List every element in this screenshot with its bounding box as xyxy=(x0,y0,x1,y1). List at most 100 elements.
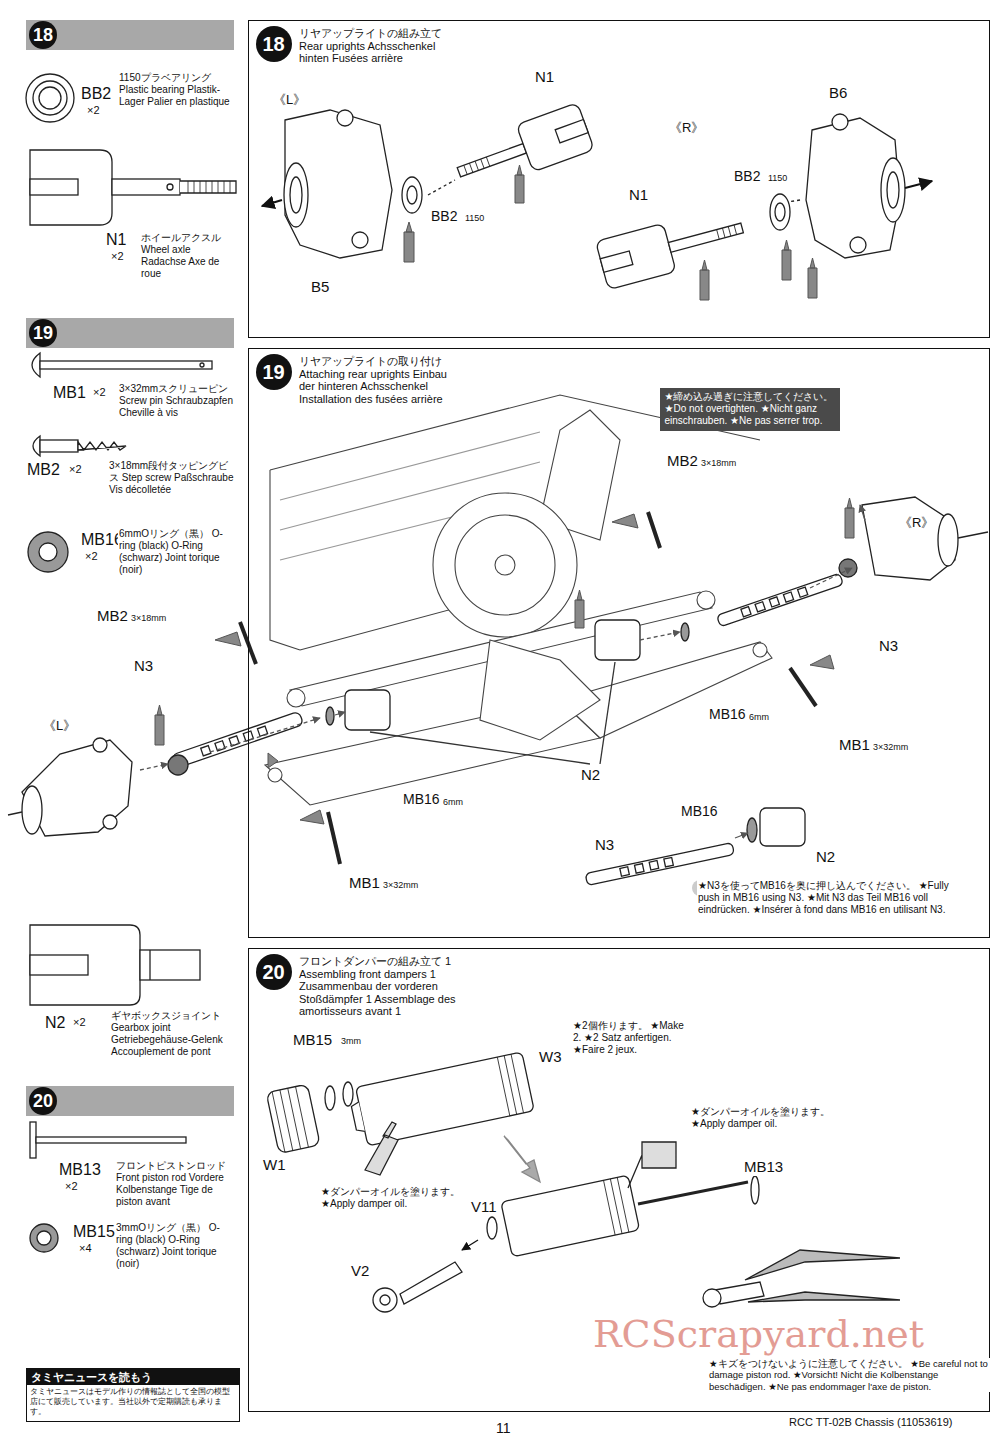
quantity: ×2 xyxy=(92,386,107,399)
step-number-band: 19 xyxy=(26,318,234,348)
part-code: N1 xyxy=(105,230,127,249)
side-marker: 《L》 xyxy=(272,92,307,108)
instruction-note: ★N3を使ってMB16を奥に押し込んでください。 ★Fully push in … xyxy=(697,880,969,916)
step-panel: フロントダンパーの組み立て 1 Assembling front dampers… xyxy=(248,948,990,1412)
part-code: N3 xyxy=(878,637,899,655)
size-spec: 6mm xyxy=(748,712,770,723)
part-description: 6mmOリング（黒） O-ring (black) O-Ring (schwar… xyxy=(118,528,235,576)
part-code: MB1 xyxy=(348,874,381,892)
size-spec: 3×18mm xyxy=(130,613,167,624)
glue-tubes xyxy=(404,165,817,300)
part-code: MB1 xyxy=(838,736,871,754)
quantity: ×2 xyxy=(84,550,99,563)
step-number: 20 xyxy=(29,1087,57,1115)
quantity: ×2 xyxy=(72,1016,87,1029)
part-code: MB16 xyxy=(708,706,747,723)
part-description: 3×32mmスクリューピン Screw pin Schraubzapfen Ch… xyxy=(118,383,235,419)
step-badge: 18 xyxy=(256,26,292,62)
part-code: N1 xyxy=(628,186,649,204)
quantity: ×2 xyxy=(110,250,125,263)
part-code: MB16 xyxy=(402,791,441,808)
size-spec: 1150 xyxy=(464,213,485,224)
size-spec: 3×32mm xyxy=(872,742,909,753)
step20-illustration xyxy=(266,1052,900,1312)
size-spec: 1150 xyxy=(767,173,788,184)
step18-illustration xyxy=(262,103,932,290)
step-panel: リヤアップライトの組み立て Rear uprights Achsschenkel… xyxy=(248,20,990,338)
part-code: MB2 xyxy=(666,452,699,470)
news-heading: タミヤニュースを読もう xyxy=(27,1369,239,1385)
side-marker: 《R》 xyxy=(668,120,705,136)
part-description: 1150プラベアリング Plastic bearing Plastik-Lage… xyxy=(118,72,235,108)
step-heading: リヤアップライトの組み立て Rear uprights Achsschenkel… xyxy=(299,27,449,65)
footer-text: 11 xyxy=(495,1420,512,1437)
part-code: N2 xyxy=(815,848,836,866)
step-number: 20 xyxy=(256,954,292,990)
watermark: RCScrapyard.net xyxy=(592,1312,925,1358)
step-heading: リヤアップライトの取り付け Attaching rear uprights Ei… xyxy=(299,355,449,405)
news-body: タミヤニュースはモデル作りの情報誌として全国の模型店にて販売しています。当社以外… xyxy=(27,1385,239,1419)
part-code: MB2 xyxy=(96,607,129,625)
side-marker: 《L》 xyxy=(42,718,77,734)
parts-list-drawings xyxy=(26,74,236,1252)
size-spec: 6mm xyxy=(442,797,464,808)
step-number-band: 20 xyxy=(26,1086,234,1116)
part-description: 3×18mm段付タッピングビス Step screw Paßschraube V… xyxy=(108,460,235,496)
part-code: N3 xyxy=(594,836,615,854)
part-code: BB2 xyxy=(80,84,112,103)
part-description: ギヤボックスジョイント Gearbox joint Getriebegehäus… xyxy=(110,1010,237,1058)
part-code: MB2 xyxy=(26,460,61,479)
step19-arrows xyxy=(140,505,865,838)
part-code: V11 xyxy=(470,1198,498,1216)
part-code: N3 xyxy=(133,657,154,675)
instruction-note: ★キズをつけないように注意してください。 ★Be careful not to … xyxy=(708,1358,995,1392)
step-number: 18 xyxy=(29,21,57,49)
part-code: MB13 xyxy=(58,1160,102,1179)
instruction-note: ★ダンパーオイルを塗ります。 ★Apply damper oil. xyxy=(690,1106,842,1130)
part-code: B6 xyxy=(828,84,848,102)
quantity: ×2 xyxy=(86,104,101,117)
warning-box: ★締め込み過ぎに注意してください。 ★Do not overtighten. ★… xyxy=(660,388,840,431)
part-code: BB2 xyxy=(733,168,761,185)
part-code: N2 xyxy=(44,1013,66,1032)
step-number: 19 xyxy=(29,319,57,347)
glue-tubes xyxy=(155,498,854,824)
part-code: MB15 xyxy=(292,1031,333,1049)
quantity: ×2 xyxy=(64,1180,79,1193)
size-spec: 3mm xyxy=(340,1036,362,1047)
step19-drive-parts xyxy=(8,497,988,896)
news-box: タミヤニュースを読もうタミヤニュースはモデル作りの情報誌として全国の模型店にて販… xyxy=(26,1368,240,1422)
part-code: B5 xyxy=(310,278,330,296)
part-description: ホイールアクスル Wheel axle Radachse Axe de roue xyxy=(140,232,237,280)
part-description: フロントピストンロッド Front piston rod Vordere Kol… xyxy=(115,1160,237,1208)
step-number-band: 18 xyxy=(26,20,234,50)
quantity: ×2 xyxy=(68,463,83,476)
warning-text: ★締め込み過ぎに注意してください。 ★Do not overtighten. ★… xyxy=(665,391,835,427)
quantity: ×4 xyxy=(78,1242,93,1255)
step-badge: 19 xyxy=(256,354,292,390)
side-marker: 《R》 xyxy=(898,515,935,531)
size-spec: 3×18mm xyxy=(700,458,737,469)
part-code: N2 xyxy=(580,766,601,784)
part-code: W3 xyxy=(538,1048,563,1066)
footer-text: RCC TT-02B Chassis (11053619) xyxy=(788,1416,953,1429)
part-code: N1 xyxy=(534,68,555,86)
instruction-note: ★ダンパーオイルを塗ります。 ★Apply damper oil. xyxy=(320,1186,462,1210)
part-code: MB1 xyxy=(52,383,87,402)
part-code: MB13 xyxy=(743,1158,784,1176)
step-badge: 20 xyxy=(256,954,292,990)
part-code: MB15 xyxy=(72,1222,116,1241)
part-code: W1 xyxy=(262,1156,287,1174)
part-code: MB16 xyxy=(680,803,719,820)
part-code: BB2 xyxy=(430,208,458,225)
step-heading: フロントダンパーの組み立て 1 Assembling front dampers… xyxy=(299,955,477,1018)
size-spec: 3×32mm xyxy=(382,880,419,891)
step-number: 19 xyxy=(256,354,292,390)
part-description: 3mmOリング（黒） O-ring (black) O-Ring (schwar… xyxy=(115,1222,237,1270)
step-number: 18 xyxy=(256,26,292,62)
instruction-note: ★2個作ります。 ★Make 2. ★2 Satz anfertigen. ★F… xyxy=(572,1020,694,1056)
step-panel: リヤアップライトの取り付け Attaching rear uprights Ei… xyxy=(248,348,990,938)
step19-chassis xyxy=(265,395,772,805)
part-code: V2 xyxy=(350,1262,370,1280)
